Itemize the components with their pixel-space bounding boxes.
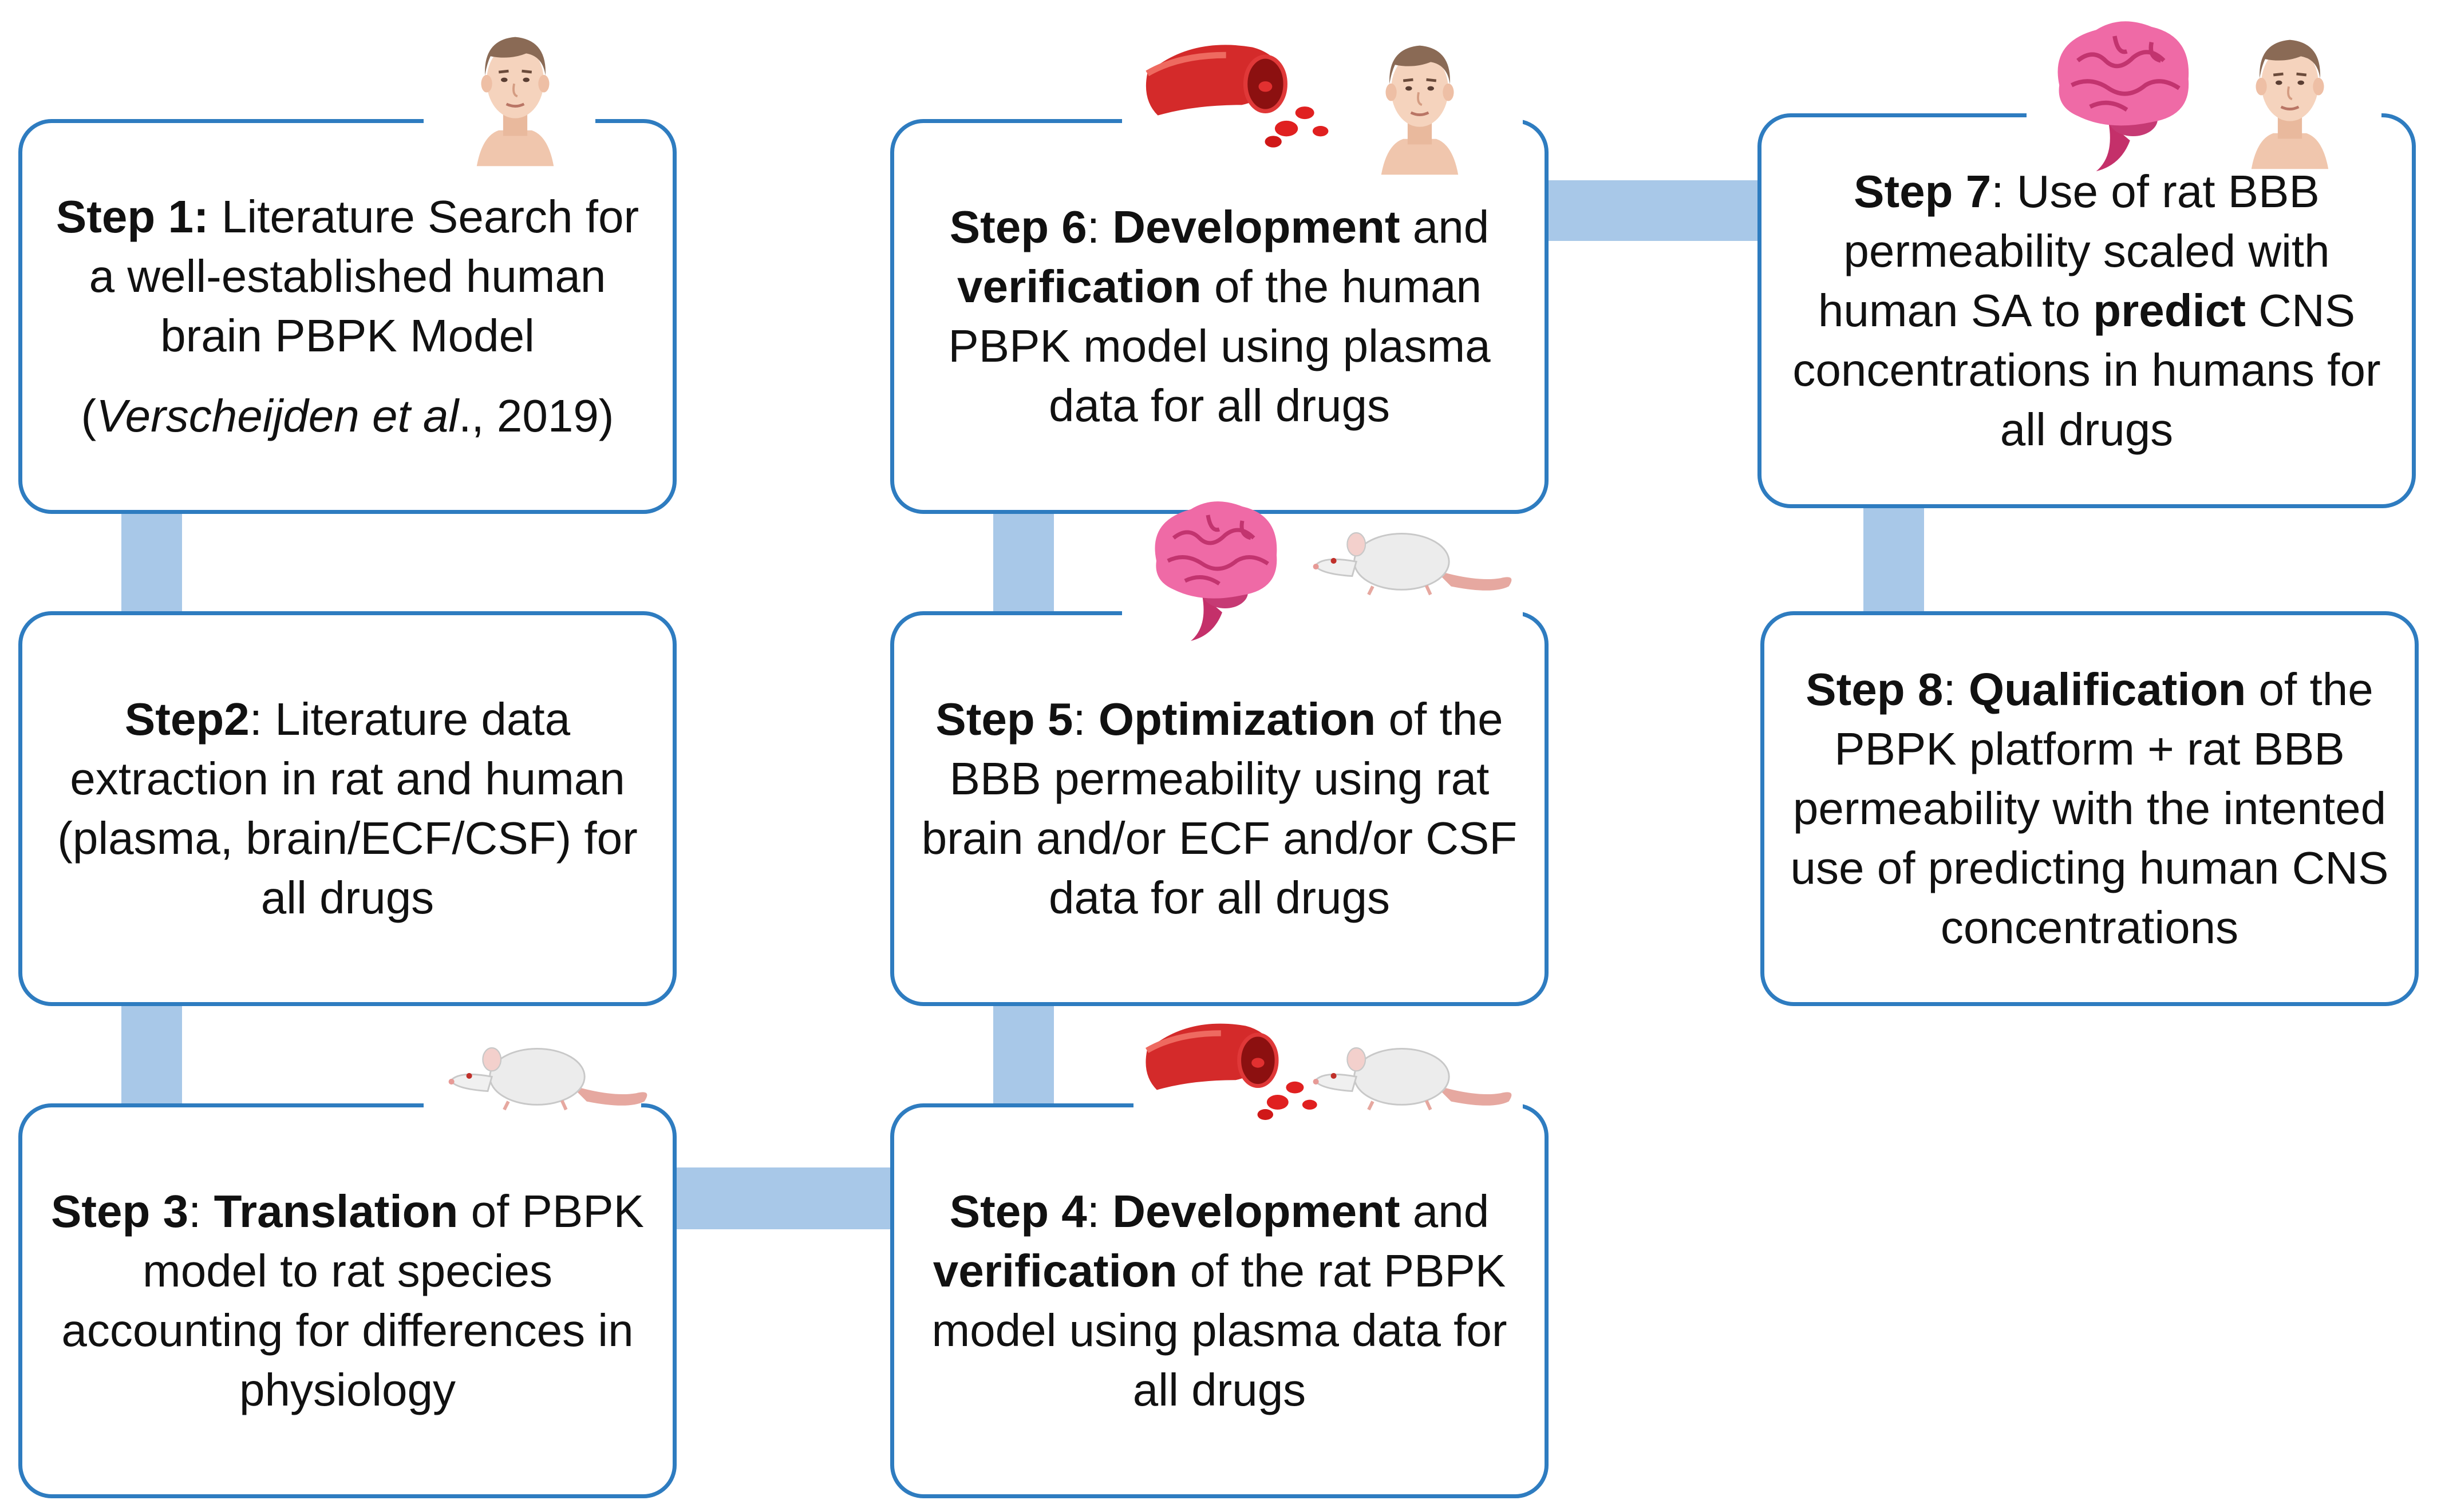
step-7-text: Step 7: Use of rat BBB permeability scal… — [1792, 166, 2381, 455]
step-4-box: Step 4: Development and verification of … — [890, 1103, 1549, 1498]
step-3-text: Step 3: Translation of PBPK model to rat… — [51, 1186, 644, 1415]
step-6-box: Step 6: Development and verification of … — [890, 119, 1549, 514]
connector-6-7 — [1546, 180, 1763, 241]
blood-vessel-icon — [1142, 1004, 1320, 1136]
rat-icon — [1311, 1024, 1517, 1133]
step-1-box: Step 1: Literature Search for a well-est… — [18, 119, 677, 514]
rat-icon — [1311, 509, 1517, 618]
connector-4-5 — [993, 1002, 1054, 1105]
step-5-box: Step 5: Optimization of the BBB permeabi… — [890, 611, 1549, 1006]
step-1-text: Step 1: Literature Search for a well-est… — [40, 187, 655, 446]
border-gap-step-5 — [1122, 607, 1523, 618]
human-face-icon — [447, 31, 584, 169]
step-1-citation: (Verscheijden et al., 2019) — [81, 390, 614, 441]
human-face-icon — [2221, 34, 2359, 172]
blood-vessel-icon — [1142, 23, 1331, 166]
step-8-box: Step 8: Qualification of the PBPK platfo… — [1760, 611, 2419, 1006]
step-3-box: Step 3: Translation of PBPK model to rat… — [18, 1103, 677, 1498]
step-2-text: Step2: Literature data extraction in rat… — [57, 694, 638, 923]
brain-icon — [1131, 492, 1302, 647]
connector-7-8 — [1863, 504, 1924, 612]
connector-1-2 — [121, 509, 182, 612]
connector-3-4 — [674, 1167, 893, 1229]
human-face-icon — [1351, 40, 1488, 177]
step-8-text: Step 8: Qualification of the PBPK platfo… — [1790, 664, 2389, 953]
step-2-box: Step2: Literature data extraction in rat… — [18, 611, 677, 1006]
connector-5-6 — [993, 509, 1054, 612]
connector-2-3 — [121, 1002, 182, 1105]
step-4-text: Step 4: Development and verification of … — [931, 1186, 1507, 1415]
rat-icon — [447, 1024, 653, 1133]
step-5-text: Step 5: Optimization of the BBB permeabi… — [921, 694, 1518, 923]
step-6-text: Step 6: Development and verification of … — [948, 201, 1491, 431]
step-7-box: Step 7: Use of rat BBB permeability scal… — [1757, 113, 2416, 508]
brain-icon — [2038, 11, 2210, 177]
